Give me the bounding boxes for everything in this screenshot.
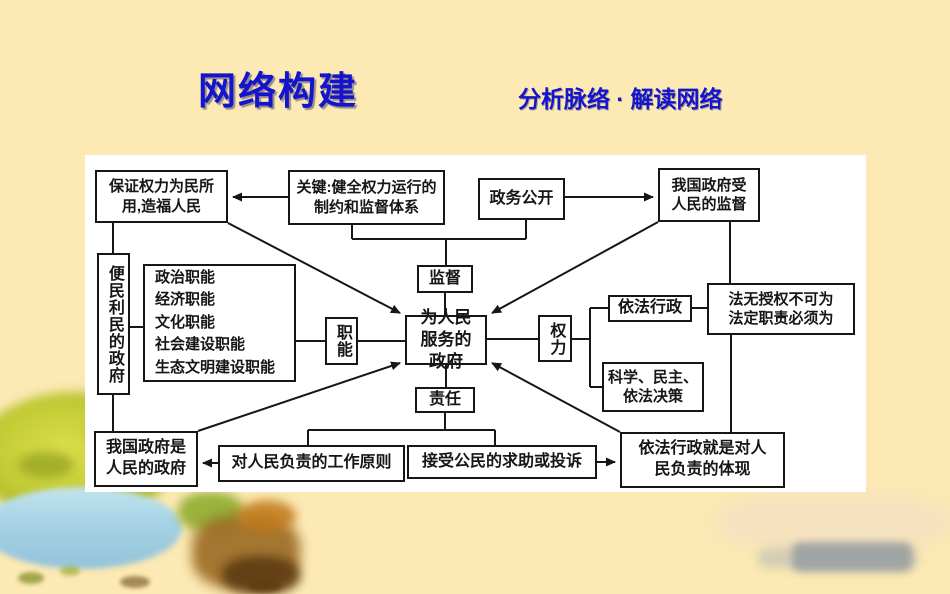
function-item: 社会建设职能 [155, 336, 246, 354]
decoration-speckle [18, 572, 44, 584]
decoration-ground [238, 500, 296, 532]
function-item: 政治职能 [155, 268, 216, 286]
node-supervision: 监督 [417, 265, 473, 293]
node-accept-help: 接受公民的求助或投诉 [407, 445, 597, 479]
connector-lines [112, 192, 732, 468]
decoration-foliage-shadow [18, 452, 74, 478]
page-title: 网络构建 [198, 71, 359, 113]
node-serve-people-government: 为人民服务的政府 [405, 308, 487, 371]
node-open-government: 政务公开 [478, 178, 565, 220]
decoration-speckle [248, 580, 282, 592]
diagram-panel: 保证权力为民所用,造福人民 关键:健全权力运行的制约和监督体系 政务公开 我国政… [85, 155, 866, 492]
node-law-based-admin: 依法行政 [608, 295, 692, 322]
node-no-authorization-rule: 法无授权不可为法定职责必须为 [707, 283, 855, 335]
decoration-smudge [716, 494, 950, 550]
node-ensure-power: 保证权力为民所用,造福人民 [95, 170, 228, 223]
decoration-pond [0, 487, 182, 569]
function-item: 经济职能 [155, 291, 216, 309]
node-government-functions: 政治职能 经济职能 文化职能 社会建设职能 生态文明建设职能 [143, 264, 296, 382]
function-item: 文化职能 [155, 313, 216, 331]
node-convenient-government: 便民利民的政府 [97, 253, 130, 395]
page-subtitle: 分析脉络 · 解读网络 [518, 86, 723, 112]
node-power: 权力 [538, 315, 572, 362]
node-functions-label: 职能 [325, 317, 358, 365]
decoration-speckle [60, 566, 80, 576]
decoration-speckle [120, 576, 150, 588]
watermark-smudge [792, 542, 912, 572]
node-key-system: 关键:健全权力运行的制约和监督体系 [288, 170, 445, 225]
node-law-admin-responsibility: 依法行政就是对人民负责的体现 [620, 432, 785, 488]
node-supervised-by-people: 我国政府受人民的监督 [658, 168, 760, 222]
node-responsibility: 责任 [415, 387, 475, 413]
node-peoples-government: 我国政府是人民的政府 [94, 431, 198, 487]
function-item: 生态文明建设职能 [155, 358, 276, 376]
node-decision-making: 科学、民主、依法决策 [602, 362, 704, 412]
node-responsible-principle: 对人民负责的工作原则 [218, 445, 405, 482]
